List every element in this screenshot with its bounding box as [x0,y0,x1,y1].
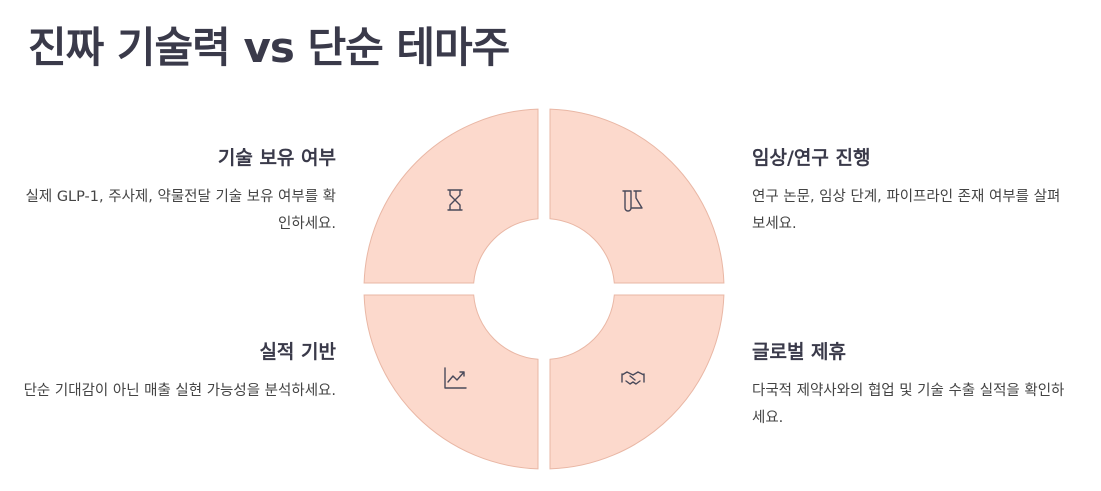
tech-ownership-block: 기술 보유 여부 실제 GLP-1, 주사제, 약물전달 기술 보유 여부를 확… [16,143,336,238]
page-title: 진짜 기술력 vs 단순 테마주 [28,23,510,72]
global-partnership-block: 글로벌 제휴 다국적 제약사와의 협업 및 기술 수출 실적을 확인하세요. [752,337,1072,432]
clinical-research-heading: 임상/연구 진행 [752,147,871,169]
chart-line-icon [444,367,467,389]
hourglass-icon [447,189,463,211]
earnings-basis-heading: 실적 기반 [259,341,336,363]
tech-ownership-description: 실제 GLP-1, 주사제, 약물전달 기술 보유 여부를 확인하세요. [25,189,336,232]
earnings-basis-description: 단순 기대감이 아닌 매출 실현 가능성을 분석하세요. [23,383,336,399]
global-partnership-description: 다국적 제약사와의 협업 및 기술 수출 실적을 확인하세요. [752,383,1065,426]
global-partnership-heading: 글로벌 제휴 [752,341,847,363]
quadrant-ring [363,108,725,470]
quadrant-bottom-right [549,294,725,470]
flask-icon [622,190,643,212]
clinical-research-description: 연구 논문, 임상 단계, 파이프라인 존재 여부를 살펴보세요. [752,189,1061,232]
handshake-icon [621,371,645,385]
earnings-basis-block: 실적 기반 단순 기대감이 아닌 매출 실현 가능성을 분석하세요. [16,337,336,405]
clinical-research-block: 임상/연구 진행 연구 논문, 임상 단계, 파이프라인 존재 여부를 살펴보세… [752,143,1072,238]
quadrant-top-right [549,108,725,284]
tech-ownership-heading: 기술 보유 여부 [217,147,336,169]
quadrant-bottom-left [363,294,539,470]
